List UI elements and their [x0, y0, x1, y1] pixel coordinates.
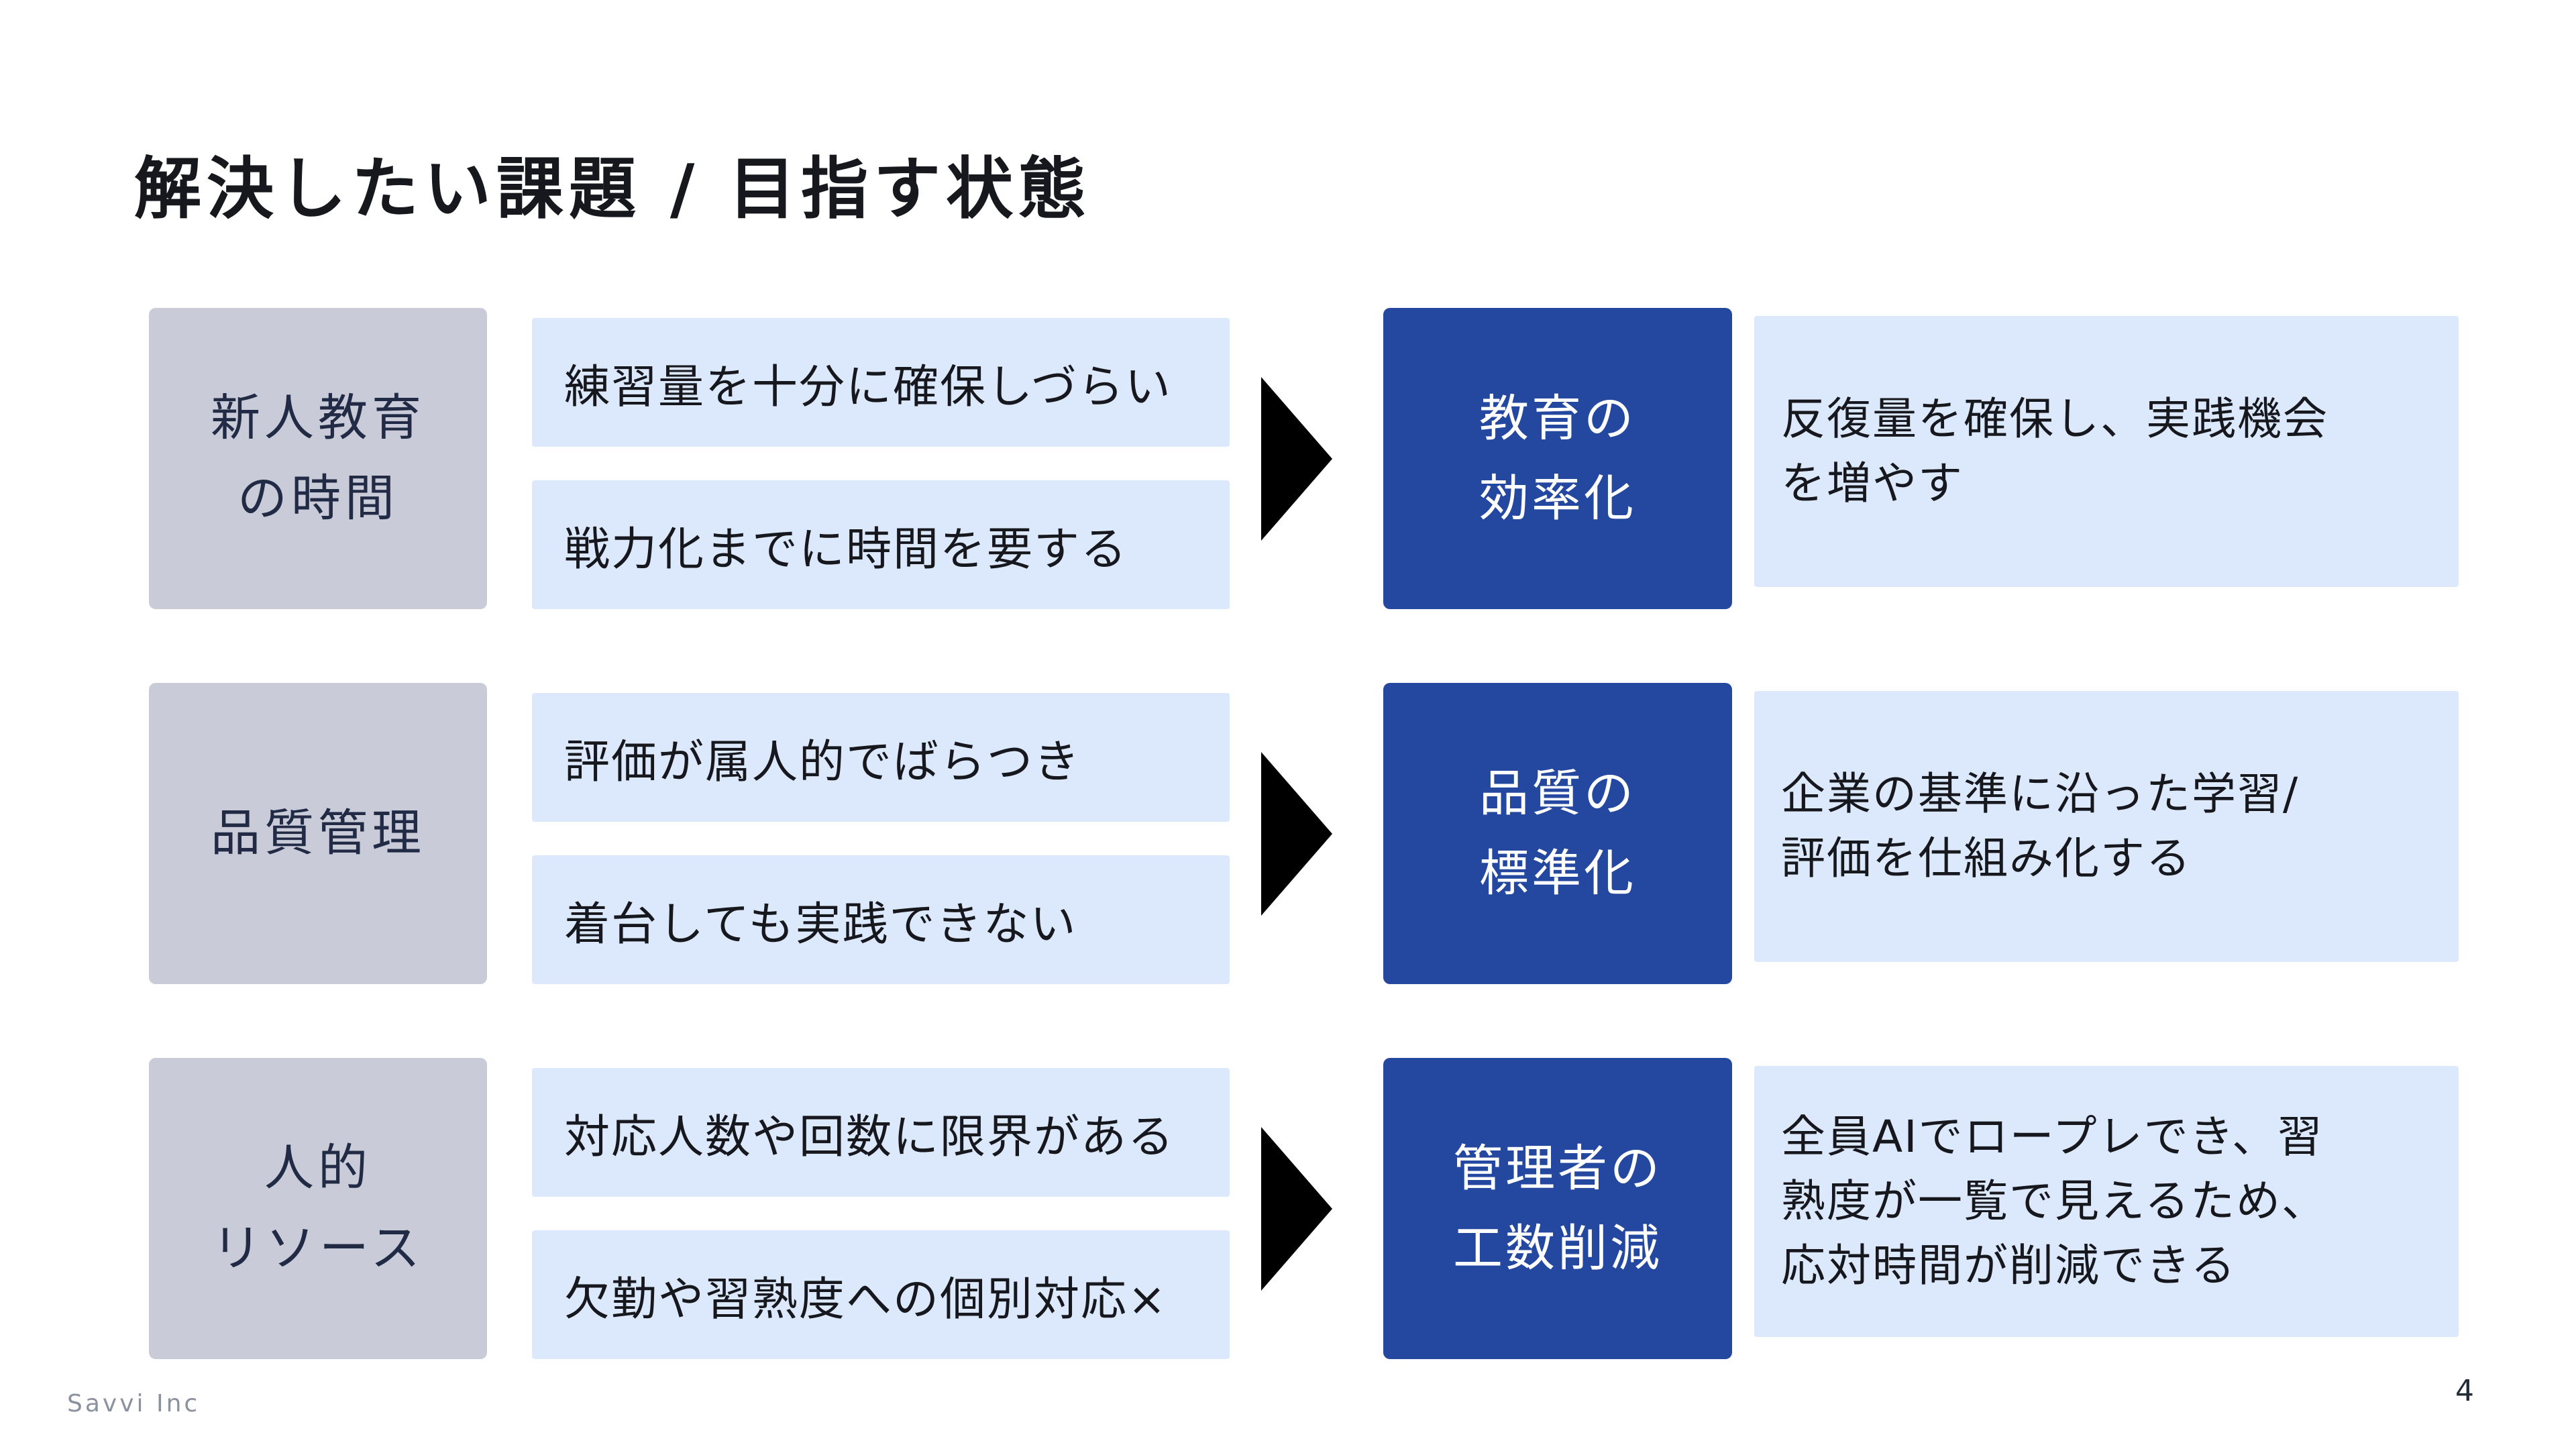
problem-box: 戦力化までに時間を要する [532, 480, 1230, 609]
problem-label: 欠勤や習熟度への個別対応× [564, 1273, 1167, 1326]
category-label: 新人教育 の時間 [211, 388, 425, 527]
problem-box: 着台しても実践できない [532, 855, 1230, 984]
problem-box: 評価が属人的でばらつき [532, 693, 1230, 822]
page-number: 4 [2455, 1374, 2474, 1408]
problem-box: 欠勤や習熟度への個別対応× [532, 1230, 1230, 1359]
goal-label: 管理者の 工数削減 [1453, 1140, 1662, 1277]
problem-label: 練習量を十分に確保しづらい [564, 360, 1172, 414]
arrow-right-icon [1261, 752, 1332, 916]
outcome-box: 全員AIでロープレでき、習 熟度が一覧で見えるため、 応対時間が削減できる [1754, 1066, 2459, 1337]
problem-box: 対応人数や回数に限界がある [532, 1068, 1230, 1197]
outcome-label: 企業の基準に沿った学習/ 評価を仕組み化する [1781, 768, 2300, 884]
category-label: 人的 リソース [211, 1138, 425, 1277]
goal-box: 管理者の 工数削減 [1383, 1058, 1732, 1359]
problem-label: 戦力化までに時間を要する [564, 523, 1128, 576]
goal-box: 教育の 効率化 [1383, 308, 1732, 609]
goal-box: 品質の 標準化 [1383, 683, 1732, 984]
problem-box: 練習量を十分に確保しづらい [532, 318, 1230, 447]
page-title: 解決したい課題 / 目指す状態 [134, 150, 1091, 228]
outcome-box: 反復量を確保し、実践機会 を増やす [1754, 316, 2459, 587]
problem-label: 対応人数や回数に限界がある [564, 1110, 1175, 1164]
goal-label: 品質の 標準化 [1479, 765, 1636, 902]
row-training-time: 新人教育 の時間 練習量を十分に確保しづらい 戦力化までに時間を要する 教育の … [0, 308, 2576, 609]
row-human-resources: 人的 リソース 対応人数や回数に限界がある 欠勤や習熟度への個別対応× 管理者の… [0, 1058, 2576, 1359]
arrow-right-icon [1261, 377, 1332, 541]
goal-label: 教育の 効率化 [1479, 390, 1636, 527]
category-box: 新人教育 の時間 [149, 308, 487, 609]
outcome-label: 反復量を確保し、実践機会 を増やす [1781, 393, 2328, 509]
outcome-label: 全員AIでロープレでき、習 熟度が一覧で見えるため、 応対時間が削減できる [1781, 1111, 2328, 1291]
row-quality-control: 品質管理 評価が属人的でばらつき 着台しても実践できない 品質の 標準化 企業の… [0, 683, 2576, 984]
outcome-box: 企業の基準に沿った学習/ 評価を仕組み化する [1754, 691, 2459, 962]
problem-label: 評価が属人的でばらつき [564, 735, 1081, 789]
problem-label: 着台しても実践できない [564, 898, 1077, 951]
category-box: 人的 リソース [149, 1058, 487, 1359]
arrow-right-icon [1261, 1127, 1332, 1291]
company-name: Savvi Inc [67, 1390, 201, 1417]
category-box: 品質管理 [149, 683, 487, 984]
category-label: 品質管理 [211, 804, 425, 862]
